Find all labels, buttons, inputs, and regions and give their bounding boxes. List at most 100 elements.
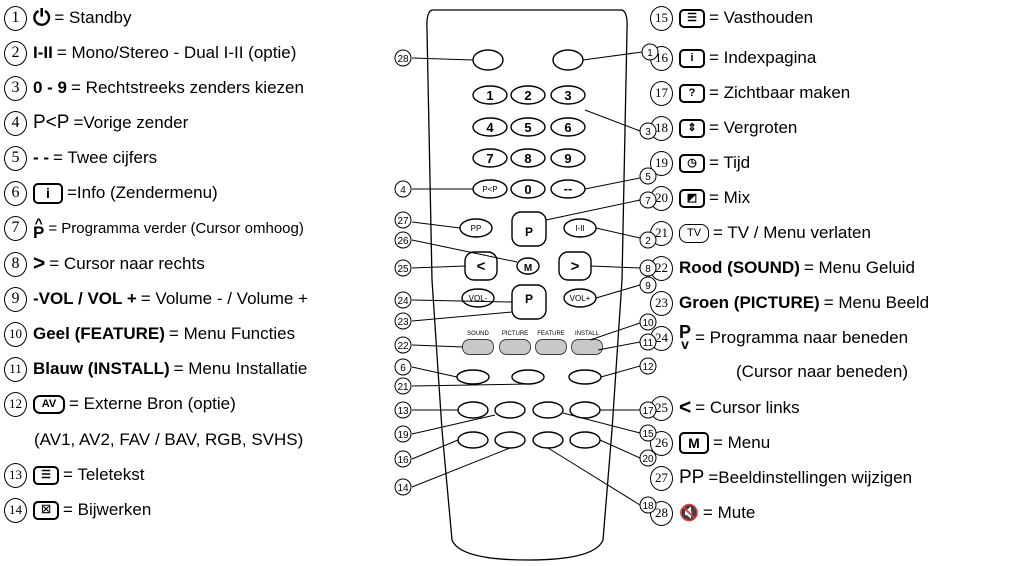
legend-item-9: 9 -VOL / VOL + = Volume - / Volume + — [4, 284, 308, 314]
double-dash-icon: - - — [33, 148, 50, 167]
cursor-right-icon: > — [33, 252, 46, 275]
hold-button — [532, 401, 564, 419]
i-ii-label: I-II — [575, 224, 584, 233]
dash-label: -- — [564, 181, 573, 196]
legend-text: = Programma verder (Cursor omhoog) — [48, 219, 304, 237]
callout-16: 16 — [394, 450, 412, 468]
prog-down-label: P — [525, 292, 533, 306]
legend-text: = Twee cijfers — [53, 148, 158, 167]
legend-item-15: 15 ☰ = Vasthouden — [650, 3, 813, 33]
svg-text:8: 8 — [645, 264, 651, 275]
legend-text: = Volume - / Volume + — [140, 289, 309, 308]
callout-5: 5 — [639, 167, 657, 185]
install-label: INSTALL — [575, 331, 600, 337]
legend-item-12: 12 AV = Externe Bron (optie) — [4, 389, 236, 419]
svg-text:2: 2 — [645, 236, 651, 247]
svg-text:12: 12 — [642, 362, 654, 373]
legend-item-7: 7 ^P = Programma verder (Cursor omhoog) — [4, 213, 304, 243]
teletext-icon: ☰ — [33, 465, 59, 485]
svg-text:28: 28 — [397, 54, 409, 65]
av-icon: AV — [33, 394, 65, 414]
mute-button — [472, 49, 504, 71]
legend-item-1: 1 ⏻ = Standby — [4, 3, 131, 33]
green-fill — [500, 340, 530, 354]
legend-item-13: 13 ☰ = Teletekst — [4, 460, 144, 490]
blue-button-icon: Blauw (INSTALL) — [33, 359, 170, 378]
svg-text:22: 22 — [397, 341, 409, 352]
digit-button-4 — [472, 117, 508, 137]
callout-number: 23 — [650, 290, 673, 316]
legend-text: = Teletekst — [63, 465, 145, 484]
legend-text: = Vasthouden — [709, 8, 814, 27]
svg-text:10: 10 — [642, 318, 654, 329]
sound-label: SOUND — [467, 331, 489, 337]
legend-item-18: 18 ⇕ = Vergroten — [650, 113, 797, 143]
teletext-button — [457, 401, 489, 419]
legend-text: = Externe Bron (optie) — [69, 394, 236, 413]
legend-text: = Programma naar beneden — [695, 328, 909, 347]
programme-up-icon: ^P — [33, 215, 45, 242]
standby-button — [552, 49, 584, 71]
legend-item-14: 14 ☒ = Bijwerken — [4, 495, 151, 525]
legend-item-20: 20 ◩ = Mix — [650, 183, 750, 213]
callout-number: 4 — [4, 110, 27, 136]
digit-label-9: 9 — [564, 151, 571, 166]
programme-down-label: P — [679, 322, 692, 342]
callout-28: 28 — [394, 49, 412, 67]
legend-text: = Menu — [713, 433, 771, 452]
legend-item-19: 19 ◷ = Tijd — [650, 148, 750, 178]
legend-item-11: 11 Blauw (INSTALL) = Menu Installatie — [4, 354, 307, 384]
callout-18: 18 — [639, 496, 657, 514]
legend-text: = Vergroten — [709, 118, 798, 137]
svg-text:25: 25 — [397, 264, 409, 275]
legend-item-22: 22 Rood (SOUND) = Menu Geluid — [650, 253, 915, 283]
legend-text: = Menu Functies — [168, 324, 296, 343]
legend-item-23: 23 Groen (PICTURE) = Menu Beeld — [650, 288, 929, 318]
legend-text: = Cursor naar rechts — [49, 254, 205, 273]
info-button — [456, 369, 490, 385]
callout-number: 2 — [4, 40, 27, 66]
callout-21: 21 — [394, 377, 412, 395]
time-icon: ◷ — [679, 153, 705, 173]
callout-27: 27 — [394, 211, 412, 229]
callout-17: 17 — [639, 401, 657, 419]
callout-number: 5 — [4, 145, 27, 171]
callout-9: 9 — [639, 276, 657, 294]
callout-number: 14 — [4, 497, 27, 523]
callout-number: 8 — [4, 251, 27, 277]
callout-number: 15 — [650, 5, 673, 31]
tv-button — [511, 369, 545, 385]
svg-text:1: 1 — [647, 48, 653, 59]
legend-item-6: 6 i =Info (Zendermenu) — [4, 178, 218, 208]
legend-text: = Zichtbaar maken — [709, 83, 851, 102]
tv-icon: TV — [679, 223, 709, 243]
menu-icon: M — [679, 432, 709, 454]
callout-6: 6 — [394, 358, 412, 376]
digit-label-6: 6 — [564, 120, 571, 135]
callout-12: 12 — [639, 357, 657, 375]
callout-number: 12 — [4, 391, 27, 417]
reveal-icon: ? — [679, 83, 705, 103]
svg-text:20: 20 — [642, 454, 654, 465]
callout-4: 4 — [394, 180, 412, 198]
digit-button-3 — [550, 85, 586, 105]
svg-text:21: 21 — [397, 382, 409, 393]
legend-text: = Indexpagina — [709, 48, 817, 67]
mix-icon: ◩ — [679, 188, 705, 208]
picture-settings-icon: PP — [679, 467, 705, 488]
remote-body — [426, 9, 628, 561]
callout-7: 7 — [639, 191, 657, 209]
digit-label-2: 2 — [524, 88, 531, 103]
digit-label-1: 1 — [486, 88, 493, 103]
menu-button — [516, 257, 540, 275]
digit-label-4: 4 — [486, 120, 494, 135]
vol-minus-button — [461, 288, 495, 308]
digit-label-5: 5 — [524, 120, 531, 135]
callout-14: 14 — [394, 478, 412, 496]
legend-text: = Mono/Stereo - Dual I-II (optie) — [56, 43, 297, 62]
callout-23: 23 — [394, 312, 412, 330]
callout-20: 20 — [639, 449, 657, 467]
hold-icon: ☰ — [679, 8, 705, 28]
legend-item-17: 17 ? = Zichtbaar maken — [650, 78, 850, 108]
av-button — [568, 369, 602, 385]
